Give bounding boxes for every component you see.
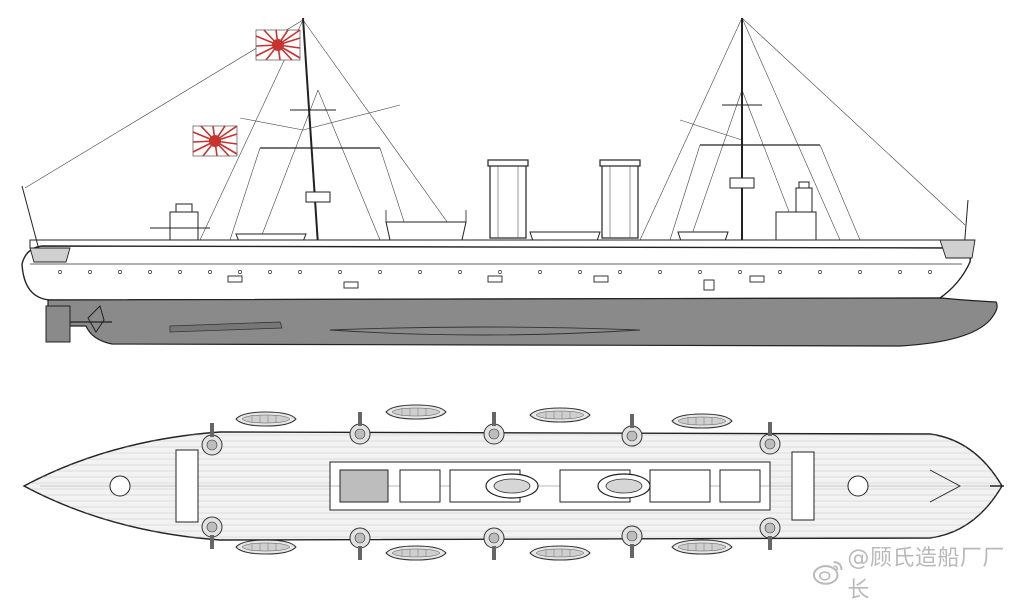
bow-capstan	[847, 475, 869, 497]
gun-stbd-1	[201, 516, 223, 550]
rudder-propeller	[45, 305, 112, 343]
bilge-keel	[329, 326, 641, 336]
lifeboats-profile	[235, 210, 729, 245]
lifeboat-port-1	[235, 411, 297, 427]
bow-ornament	[939, 239, 976, 259]
weibo-logo-icon	[812, 561, 843, 585]
bow-deck-lines	[929, 469, 961, 503]
watermark-handle: @顾氏造船厂厂长	[847, 546, 1005, 603]
gun-port-3	[483, 411, 505, 445]
watermark: @顾氏造船厂厂长	[812, 540, 1024, 604]
hull-underwater	[47, 297, 998, 347]
stern-capstan	[109, 475, 131, 497]
gun-port-2	[349, 411, 371, 445]
funnel-tops	[485, 473, 651, 499]
portholes	[58, 270, 932, 274]
gun-port-4	[621, 413, 643, 447]
gun-stbd-2	[349, 527, 371, 561]
aft-bridge-plan	[791, 451, 815, 521]
gun-stbd-3	[483, 527, 505, 561]
gun-stbd-4	[621, 525, 643, 559]
naval-ensign-flag-upper	[255, 29, 301, 61]
lifeboat-port-4	[671, 413, 733, 429]
mast-fore	[260, 17, 380, 246]
lifeboat-stbd-1	[235, 539, 297, 555]
gun-ports	[227, 275, 765, 291]
fore-bridge	[150, 203, 210, 243]
lifeboat-port-3	[529, 407, 591, 423]
lifeboat-port-2	[385, 404, 447, 420]
funnel-fore	[487, 159, 529, 239]
central-superstructure	[329, 461, 771, 511]
funnel-aft	[599, 159, 641, 239]
lifeboat-stbd-3	[529, 545, 591, 561]
gun-port-5	[759, 421, 781, 455]
lifeboat-stbd-2	[385, 545, 447, 561]
ship-deck-plan	[22, 404, 1004, 561]
lifeboat-stbd-4	[671, 539, 733, 555]
gun-stbd-5	[759, 517, 781, 551]
rigging-lines	[24, 17, 966, 241]
gun-port-1	[201, 422, 223, 456]
mast-main	[700, 18, 820, 245]
naval-ensign-flag-lower	[192, 125, 238, 157]
hull-upper	[21, 245, 971, 301]
aft-keel-fin	[169, 321, 283, 333]
ship-drawing	[21, 17, 1004, 561]
ship-side-profile	[21, 17, 998, 347]
stern-flagstaff	[21, 185, 39, 247]
stern-gallery	[29, 247, 71, 263]
aft-bridge	[775, 181, 817, 245]
fore-bridge-plan	[175, 449, 199, 523]
